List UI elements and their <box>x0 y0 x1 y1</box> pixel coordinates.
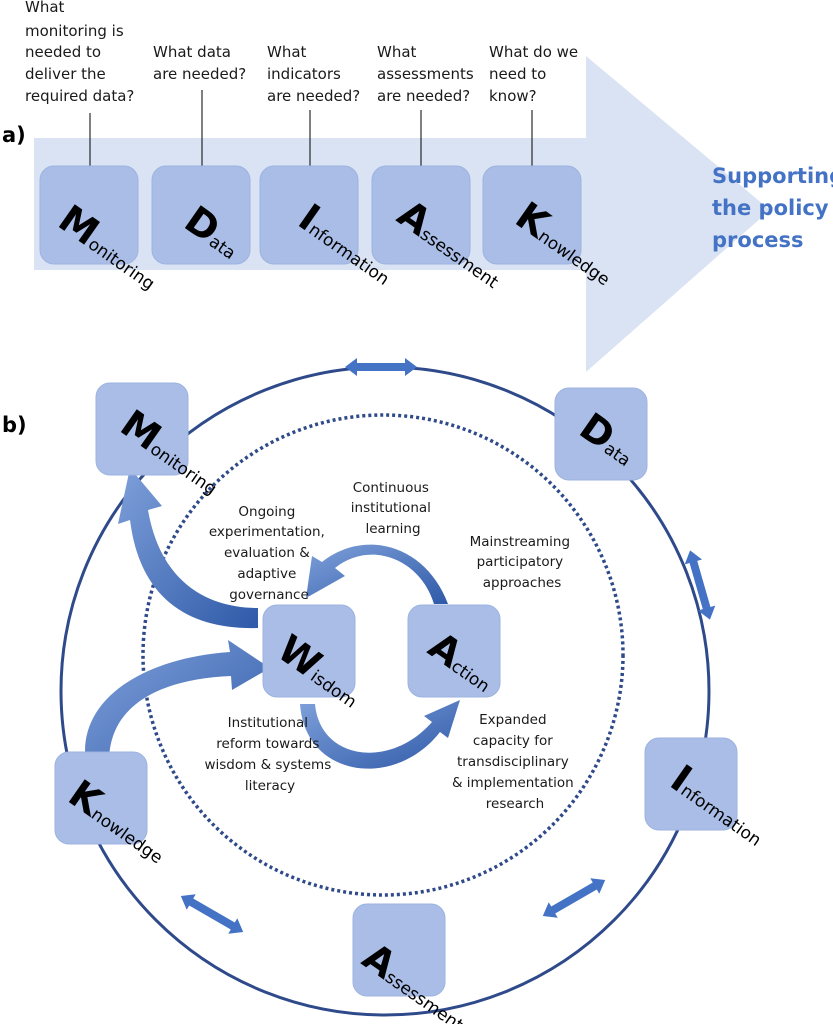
double-arrow-information-assessment <box>542 878 606 918</box>
question-information: What indicators are needed? <box>267 43 360 105</box>
node-box-information <box>644 737 738 831</box>
step-box-knowledge <box>482 165 582 265</box>
note-continuous-learning: Continuous institutional learning <box>351 480 435 537</box>
note-expanded-capacity: Expanded capacity for transdisciplinary … <box>452 712 578 812</box>
node-box-assessment <box>352 903 446 997</box>
question-data: What data are needed? <box>153 43 246 83</box>
double-arrow-monitoring-data <box>345 358 417 376</box>
curved-arrow-wisdom-to-monitoring <box>118 468 258 629</box>
panel-b-label: b) <box>2 413 27 437</box>
curved-arrow-action-to-wisdom <box>306 544 448 604</box>
question-assessment: What assessments are needed? <box>377 43 479 105</box>
question-monitoring: What monitoring is needed to deliver the… <box>25 0 134 105</box>
question-knowledge: What do we need to know? <box>489 43 583 105</box>
node-box-data <box>554 387 648 481</box>
note-institutional-reform: Institutional reform towards wisdom & sy… <box>204 715 335 794</box>
inner-dotted-circle <box>141 413 625 897</box>
panel-a-label: a) <box>2 123 26 147</box>
node-box-wisdom <box>262 604 356 698</box>
curved-arrow-wisdom-to-action <box>300 700 460 769</box>
node-box-action <box>407 604 501 698</box>
node-box-knowledge <box>54 751 148 845</box>
note-mainstreaming: Mainstreaming participatory approaches <box>470 534 575 591</box>
note-ongoing-experimentation: Ongoing experimentation, evaluation & ad… <box>209 504 329 603</box>
node-box-monitoring <box>95 382 189 476</box>
step-box-assessment <box>371 165 471 265</box>
step-box-data <box>151 165 251 265</box>
double-arrow-data-information <box>684 550 716 620</box>
double-arrow-assessment-knowledge <box>180 894 244 934</box>
step-box-monitoring <box>39 165 139 265</box>
policy-process-label: Supporting the policy process <box>712 164 833 252</box>
step-box-information <box>259 165 359 265</box>
